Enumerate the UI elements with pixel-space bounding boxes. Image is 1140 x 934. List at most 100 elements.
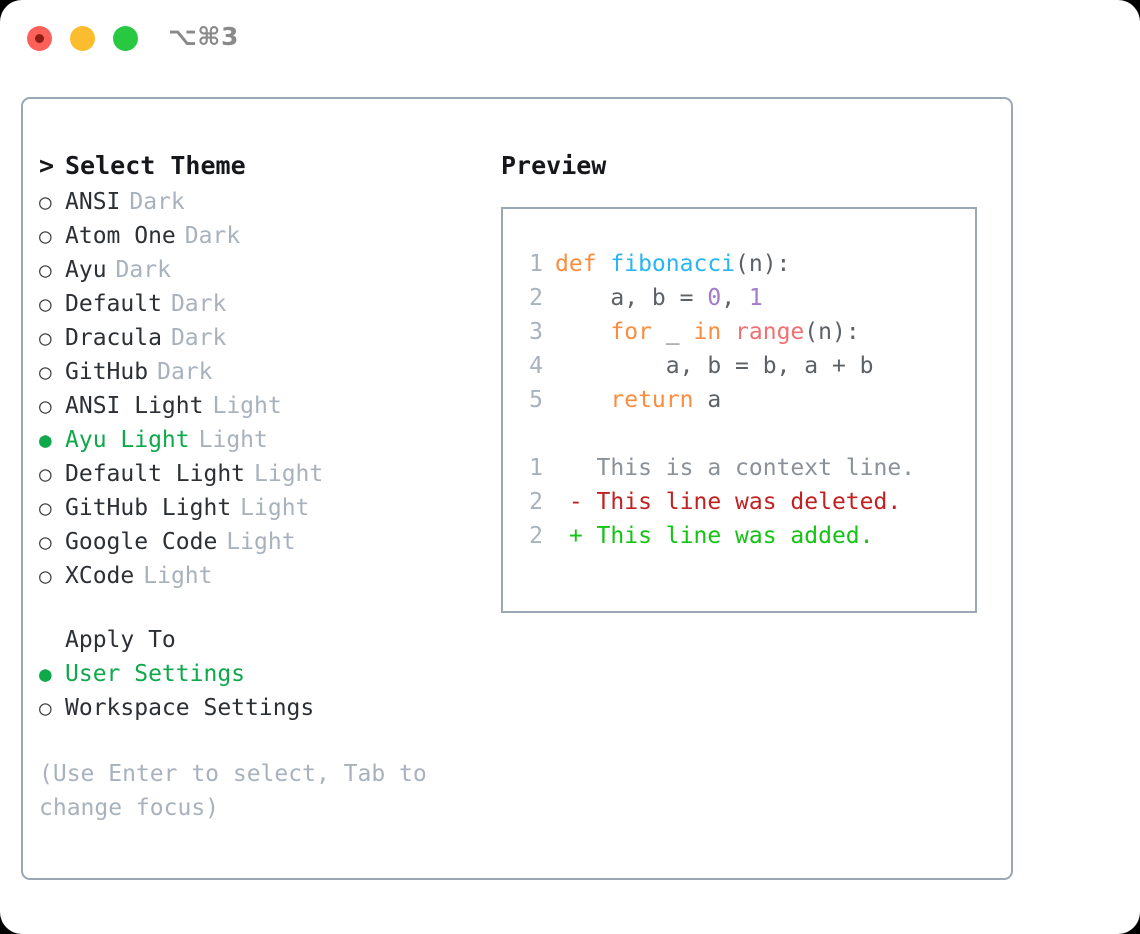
radio-unselected-icon: ○	[39, 394, 52, 418]
close-button[interactable]	[27, 26, 52, 51]
code-line-number: 4	[529, 353, 543, 379]
code-token: return	[610, 387, 694, 413]
theme-option-label: Google Code	[65, 529, 218, 555]
theme-option-ayu-light[interactable]: ● Ayu Light Light	[39, 423, 499, 457]
theme-option-kind: Dark	[170, 291, 227, 317]
code-token: ,	[721, 285, 749, 311]
code-token: in	[693, 319, 722, 345]
code-sample: 1 def fibonacci(n): 2 a, b = 0, 1 3 for _ i…	[517, 247, 975, 417]
radio-unselected-icon: ○	[39, 530, 52, 554]
theme-option-ansi[interactable]: ○ ANSI Dark	[39, 185, 499, 219]
theme-option-ansi-light[interactable]: ○ ANSI Light Light	[39, 389, 499, 423]
code-line-number: 1	[529, 251, 543, 277]
code-token: a, b =	[555, 285, 708, 311]
code-token: a, b = b, a + b	[555, 353, 874, 379]
diff-sample: 1 This is a context line.2 - This line w…	[517, 451, 975, 553]
diff-line-number: 2	[529, 489, 543, 515]
radio-unselected-icon: ○	[39, 462, 52, 486]
code-line-number: 5	[529, 387, 543, 413]
diff-line: 2 + This line was added.	[517, 519, 975, 553]
code-token: fibonacci	[610, 251, 736, 277]
theme-option-kind: Light	[212, 393, 282, 419]
theme-option-label: ANSI Light	[65, 393, 204, 419]
code-line-content: for _ in range(n):	[555, 315, 859, 349]
theme-option-kind: Light	[254, 461, 324, 487]
code-line-number: 2	[529, 285, 543, 311]
diff-line: 2 - This line was deleted.	[517, 485, 975, 519]
radio-unselected-icon: ○	[39, 360, 52, 384]
radio-selected-icon: ●	[39, 662, 52, 686]
code-line-content: a, b = b, a + b	[555, 349, 874, 383]
radio-unselected-icon: ○	[39, 224, 52, 248]
code-token	[555, 387, 610, 413]
theme-option-kind: Dark	[184, 223, 241, 249]
maximize-button[interactable]	[113, 26, 138, 51]
radio-unselected-icon: ○	[39, 190, 52, 214]
code-line-content: def fibonacci(n):	[555, 247, 790, 281]
title-bar: ⌥⌘3	[0, 0, 1140, 78]
theme-option-default-light[interactable]: ○ Default Light Light	[39, 457, 499, 491]
theme-option-label: Dracula	[65, 325, 162, 351]
radio-unselected-icon: ○	[39, 564, 52, 588]
theme-option-default[interactable]: ○ Default Dark	[39, 287, 499, 321]
radio-unselected-icon: ○	[39, 496, 52, 520]
diff-line-content: This is a context line.	[555, 455, 916, 481]
code-line-content: return a	[555, 383, 721, 417]
apply-to-section: Apply To ●User Settings○Workspace Settin…	[39, 623, 499, 725]
code-token: _	[651, 319, 694, 345]
radio-selected-icon: ●	[39, 428, 52, 452]
keyboard-shortcut-label: ⌥⌘3	[168, 22, 239, 51]
diff-line-number: 2	[529, 523, 543, 549]
theme-option-label: XCode	[65, 563, 135, 589]
theme-option-label: GitHub	[65, 359, 149, 385]
code-spacer	[517, 417, 975, 451]
select-theme-title: Select Theme	[65, 151, 246, 180]
code-token	[721, 319, 735, 345]
code-line: 4 a, b = b, a + b	[517, 349, 975, 383]
theme-option-label: Default Light	[65, 461, 246, 487]
select-theme-heading: > Select Theme	[39, 149, 499, 185]
code-token	[555, 319, 610, 345]
hint-text: (Use Enter to select, Tab to change focu…	[39, 761, 427, 821]
diff-line-content: + This line was added.	[555, 523, 874, 549]
theme-option-label: Ayu Light	[65, 427, 190, 453]
theme-option-xcode[interactable]: ○ XCode Light	[39, 559, 499, 593]
apply-to-option-user-settings[interactable]: ● User Settings	[39, 657, 499, 691]
theme-option-label: GitHub Light	[65, 495, 232, 521]
code-token: 0	[707, 285, 722, 311]
theme-option-kind: Light	[198, 427, 268, 453]
radio-unselected-icon: ○	[39, 258, 52, 282]
theme-option-label: Default	[65, 291, 162, 317]
theme-option-atom-one[interactable]: ○ Atom One Dark	[39, 219, 499, 253]
caret-icon: >	[39, 151, 55, 180]
apply-to-list: ● User Settings ○Workspace Settings	[39, 657, 499, 725]
preview-box: 1 def fibonacci(n): 2 a, b = 0, 1 3 for _ i…	[501, 207, 977, 613]
code-line-number: 3	[529, 319, 543, 345]
theme-option-kind: Dark	[129, 189, 185, 215]
diff-line: 1 This is a context line.	[517, 451, 975, 485]
radio-unselected-icon: ○	[39, 292, 52, 316]
code-token: (n):	[735, 251, 791, 277]
apply-to-option-workspace-settings[interactable]: ○Workspace Settings	[39, 691, 499, 725]
theme-option-kind: Dark	[170, 325, 227, 351]
diff-line-number: 1	[529, 455, 543, 481]
apply-to-option-label: Workspace Settings	[65, 695, 315, 721]
apply-to-option-label: User Settings	[65, 661, 246, 687]
minimize-button[interactable]	[70, 26, 95, 51]
theme-option-label: Atom One	[65, 223, 176, 249]
code-token: a	[693, 387, 722, 413]
diff-line-content: - This line was deleted.	[555, 489, 902, 515]
theme-option-label: ANSI	[65, 189, 121, 215]
theme-option-kind: Light	[143, 563, 213, 589]
code-token: 1	[748, 285, 763, 311]
